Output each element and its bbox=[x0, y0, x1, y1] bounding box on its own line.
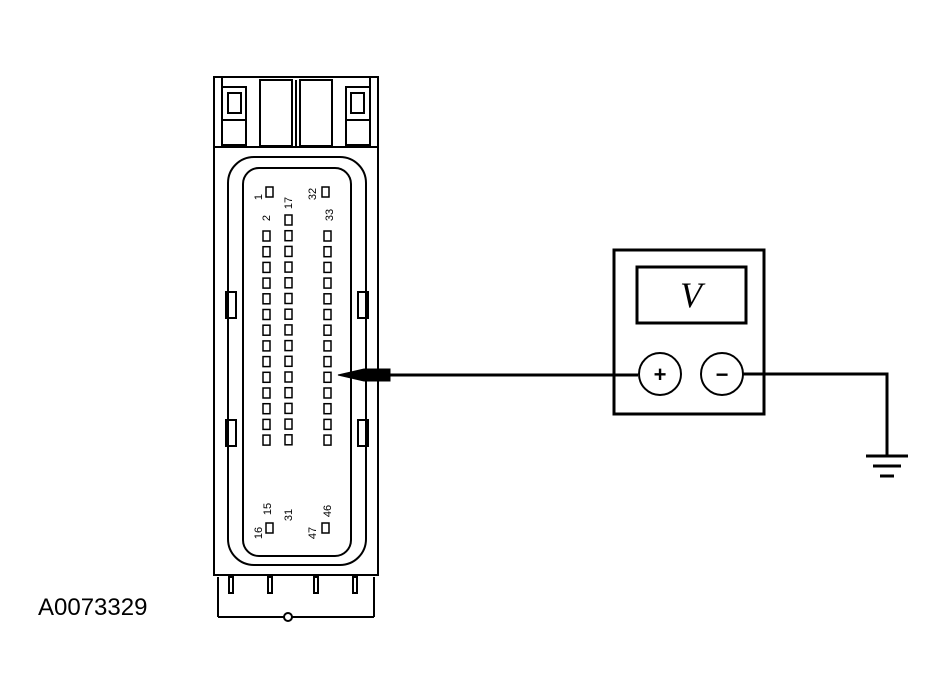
pin-cavity bbox=[323, 402, 332, 415]
pin-cavity bbox=[323, 355, 332, 368]
pin-label-33: 33 bbox=[324, 209, 336, 221]
pin-label-1: 1 bbox=[253, 194, 265, 200]
pin-label-47: 47 bbox=[307, 527, 319, 539]
pin-cavity bbox=[284, 245, 293, 258]
pin-cavity bbox=[323, 230, 332, 242]
test-lead-positive bbox=[337, 368, 638, 382]
pin-cavity bbox=[265, 186, 274, 198]
pin-label-17: 17 bbox=[283, 197, 295, 209]
connector-body bbox=[213, 146, 379, 576]
pin-cavity bbox=[323, 418, 332, 431]
negative-terminal-label: − bbox=[716, 362, 729, 387]
pin-cavity bbox=[262, 293, 271, 305]
voltmeter-body bbox=[612, 248, 766, 416]
pin-cavity bbox=[262, 434, 271, 446]
pin-cavity bbox=[262, 277, 271, 289]
pin-cavity bbox=[323, 245, 332, 258]
pin-cavity bbox=[323, 293, 332, 305]
pin-cavity bbox=[323, 387, 332, 399]
pin-cavity bbox=[284, 214, 293, 226]
probe-tip bbox=[337, 368, 391, 382]
connector-bottom-housing bbox=[217, 576, 375, 622]
pin-cavity bbox=[262, 355, 271, 368]
pin-cavity bbox=[262, 387, 271, 399]
pin-cavity bbox=[262, 230, 271, 242]
connector-face-inner bbox=[242, 167, 352, 557]
pin-cavity bbox=[284, 418, 293, 430]
pin-cavity bbox=[284, 355, 293, 368]
pin-cavity bbox=[284, 229, 293, 242]
pin-cavity bbox=[265, 522, 274, 534]
pin-cavity bbox=[262, 261, 271, 274]
pin-cavity bbox=[262, 371, 271, 384]
ground-lead bbox=[743, 372, 908, 478]
pin-cavity bbox=[323, 324, 332, 336]
pin-labels: 1 2 17 32 33 15 16 31 47 46 bbox=[253, 188, 336, 539]
pin-cavity bbox=[284, 261, 293, 273]
side-tab-left-lower bbox=[225, 419, 237, 447]
pin-cavity bbox=[323, 261, 332, 274]
pin-cavity bbox=[284, 308, 293, 320]
pin-cavity bbox=[323, 371, 332, 384]
pin-cavity bbox=[321, 186, 330, 198]
ground-icon bbox=[866, 454, 908, 478]
side-tab-left-upper bbox=[225, 291, 237, 319]
pin-cavity bbox=[262, 418, 271, 431]
figure-id: A0073329 bbox=[38, 594, 147, 621]
pin-cavity bbox=[284, 277, 293, 289]
pin-cavity bbox=[323, 277, 332, 289]
pin-cavity bbox=[284, 324, 293, 336]
pin-cavity bbox=[284, 386, 293, 399]
pin-cavity bbox=[284, 434, 293, 446]
positive-terminal-label: + bbox=[654, 362, 667, 387]
connector-top-housing bbox=[213, 76, 379, 147]
pin-cavity bbox=[284, 339, 293, 352]
pin-label-2: 2 bbox=[261, 215, 273, 221]
pin-label-46: 46 bbox=[322, 505, 334, 517]
voltmeter-display bbox=[635, 265, 748, 325]
pin-cavity bbox=[323, 340, 332, 352]
pin-cavity bbox=[321, 522, 330, 534]
pin-label-16: 16 bbox=[253, 527, 265, 539]
voltmeter-symbol: V bbox=[680, 275, 706, 315]
pin-cavity bbox=[262, 324, 271, 336]
pin-label-31: 31 bbox=[283, 509, 295, 521]
pin-label-15: 15 bbox=[262, 503, 274, 515]
side-tab-right-upper bbox=[357, 291, 369, 319]
connector-face-outer bbox=[227, 156, 367, 566]
pin-label-32: 32 bbox=[307, 188, 319, 200]
pin-cavity bbox=[262, 402, 271, 415]
pin-cavity bbox=[284, 292, 293, 305]
pin-cavity bbox=[323, 308, 332, 321]
pin-cavity bbox=[323, 434, 332, 446]
pin-cavity bbox=[284, 371, 293, 383]
side-tab-right-lower bbox=[357, 419, 369, 447]
positive-terminal bbox=[638, 352, 682, 396]
pin-cavity bbox=[284, 402, 293, 415]
pin-cavity bbox=[262, 245, 271, 258]
pin-cavities bbox=[262, 186, 332, 534]
voltmeter: V + − bbox=[612, 248, 766, 416]
pcm-connector bbox=[213, 76, 379, 622]
pin-cavity bbox=[262, 308, 271, 321]
pin-cavity bbox=[262, 340, 271, 352]
